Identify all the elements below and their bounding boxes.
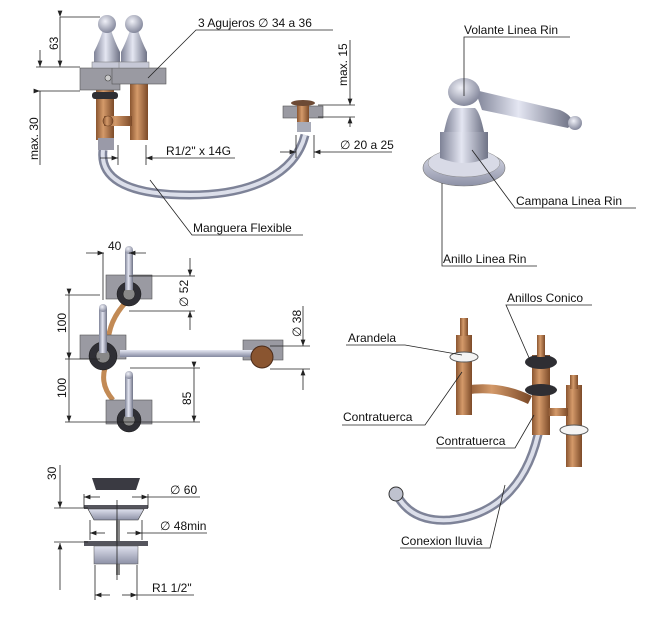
front-view: 63 max. 30 max. 15 3 Agujeros ∅ 34 a 36 … xyxy=(27,10,394,236)
dim-100-top: 100 xyxy=(55,313,69,333)
valve-view: Arandela Anillos Conico Contratuerca Con… xyxy=(342,291,592,549)
dim-100-bottom: 100 xyxy=(55,378,69,398)
dim-60: ∅ 60 xyxy=(170,483,197,497)
dim-30: 30 xyxy=(45,466,59,480)
volante-label: Volante Linea Rin xyxy=(464,23,558,37)
shower-outlet xyxy=(282,100,324,132)
anillos-conico-label: Anillos Conico xyxy=(507,291,583,305)
dim-38: ∅ 38 xyxy=(290,310,304,337)
top-view: 40 ∅ 52 100 100 85 ∅ 38 xyxy=(55,239,310,433)
mount-plate-right xyxy=(111,67,167,85)
drain-thread-label: R1 1/2" xyxy=(152,581,192,595)
dim-63: 63 xyxy=(47,36,61,50)
holes-label: 3 Agujeros ∅ 34 a 36 xyxy=(198,16,312,30)
dim-40: 40 xyxy=(108,239,122,253)
handle-view: Volante Linea Rin Campana Linea Rin Anil… xyxy=(422,23,636,267)
contratuerca-left-label: Contratuerca xyxy=(343,410,413,424)
thread-label: R1/2" x 14G xyxy=(166,144,231,158)
dim-max-15: max. 15 xyxy=(336,43,350,86)
handle-knob-left xyxy=(91,15,123,69)
dim-52: ∅ 52 xyxy=(177,280,191,307)
outlet-diameter-label: ∅ 20 a 25 xyxy=(340,138,394,152)
dim-max-30: max. 30 xyxy=(27,117,41,160)
arandela-label: Arandela xyxy=(348,331,396,345)
drain-view: 30 ∅ 60 ∅ 48min R1 1/2" xyxy=(45,465,207,600)
anillo-label: Anillo Linea Rin xyxy=(443,252,526,266)
dim-48min: ∅ 48min xyxy=(160,519,206,533)
conexion-lluvia-label: Conexion lluvia xyxy=(401,534,483,548)
outlet-top xyxy=(250,345,274,369)
hose-label: Manguera Flexible xyxy=(193,221,292,235)
contratuerca-right-label: Contratuerca xyxy=(436,434,506,448)
handle-knob-right xyxy=(118,15,150,69)
valve-body-right xyxy=(130,70,148,140)
campana-label: Campana Linea Rin xyxy=(516,194,622,208)
dim-85: 85 xyxy=(180,391,194,405)
